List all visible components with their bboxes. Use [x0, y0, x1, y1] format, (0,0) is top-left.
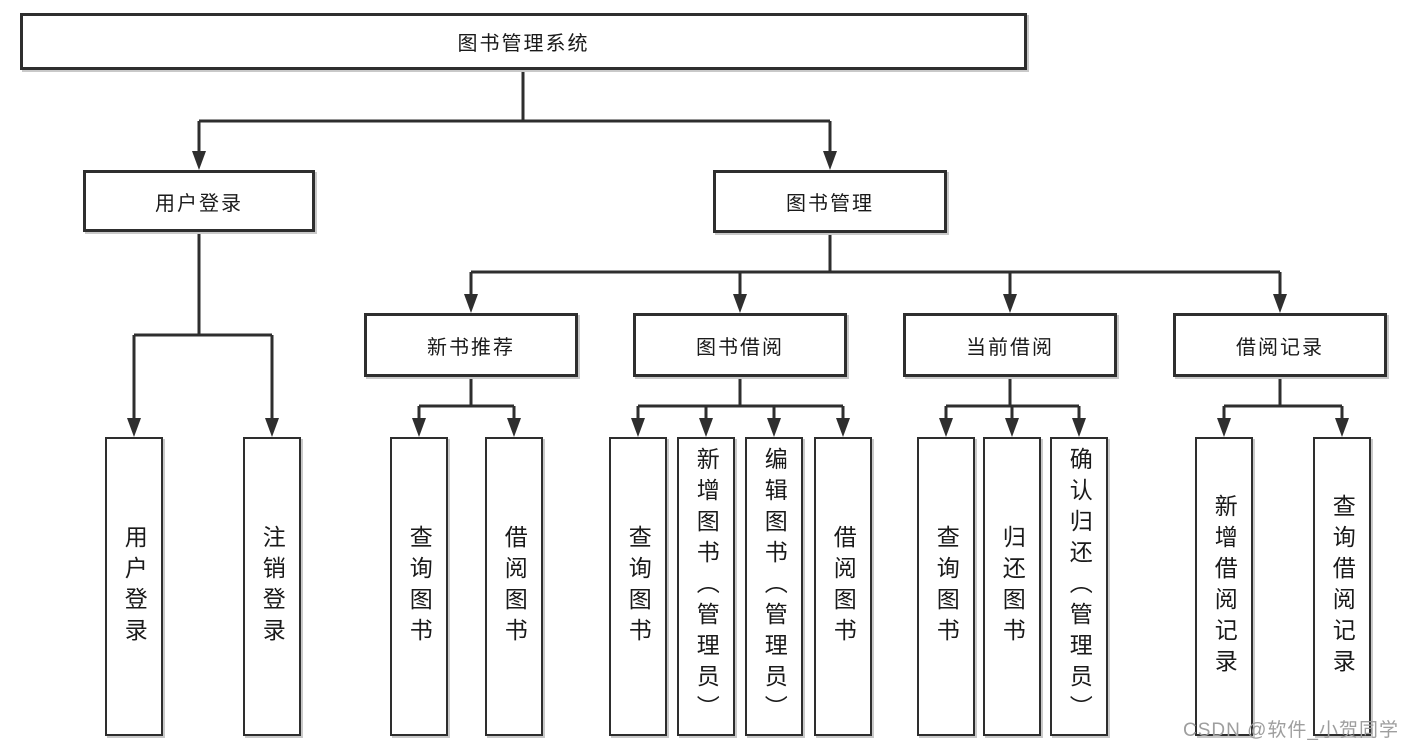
leaf-borrow-books-recommend: 借阅图书 [485, 437, 543, 736]
leaf-query-borrow-record: 查询借阅记录 [1313, 437, 1371, 736]
arrowhead [507, 418, 521, 437]
arrowhead [1072, 418, 1086, 437]
leaf-query-borrow-record-label: 查询借阅记录 [1329, 493, 1356, 680]
connector-records-to-leaves [1222, 377, 1344, 419]
arrowhead [631, 418, 645, 437]
connector-current-to-leaves [944, 377, 1081, 419]
leaf-return-books: 归还图书 [983, 437, 1041, 736]
leaf-borrow-books-label: 借阅图书 [830, 524, 857, 649]
connector-root-to-level2 [197, 70, 832, 152]
node-book-borrow-label: 图书借阅 [696, 336, 784, 359]
csdn-watermark: CSDN @软件_小贺同学 [1183, 720, 1399, 741]
node-new-book-recommend-label: 新书推荐 [427, 336, 515, 359]
leaf-query-books-recommend: 查询图书 [390, 437, 448, 736]
arrowhead [823, 151, 837, 170]
leaf-return-books-label: 归还图书 [999, 524, 1026, 649]
connector-userlogin-to-leaves [132, 232, 274, 419]
leaf-add-books-admin-label: 新增图书（管理员） [693, 447, 720, 726]
leaf-query-books-current: 查询图书 [917, 437, 975, 736]
arrowhead [836, 418, 850, 437]
leaf-edit-books-admin: 编辑图书（管理员） [745, 437, 803, 736]
leaf-query-books-current-label: 查询图书 [933, 524, 960, 649]
leaf-borrow-books-recommend-label: 借阅图书 [501, 524, 528, 649]
node-borrow-records-label: 借阅记录 [1236, 336, 1324, 359]
arrowhead [1217, 418, 1231, 437]
node-book-borrow: 图书借阅 [633, 313, 847, 377]
arrowhead [1273, 294, 1287, 313]
node-borrow-records: 借阅记录 [1173, 313, 1387, 377]
node-current-borrow: 当前借阅 [903, 313, 1117, 377]
leaf-user-login-label: 用户登录 [121, 524, 148, 649]
leaf-add-books-admin: 新增图书（管理员） [677, 437, 735, 736]
arrowhead [939, 418, 953, 437]
arrowhead [265, 418, 279, 437]
node-new-book-recommend: 新书推荐 [364, 313, 578, 377]
connector-borrow-to-leaves [636, 377, 845, 419]
leaf-add-borrow-record: 新增借阅记录 [1195, 437, 1253, 736]
leaf-query-books-recommend-label: 查询图书 [406, 524, 433, 649]
connector-newbooks-to-leaves [417, 377, 516, 419]
leaf-confirm-return-admin-label: 确认归还（管理员） [1066, 447, 1093, 726]
arrowhead [127, 418, 141, 437]
node-library-management-system-label: 图书管理系统 [457, 33, 590, 55]
leaf-add-borrow-record-label: 新增借阅记录 [1211, 493, 1238, 680]
leaf-logout-label: 注销登录 [259, 524, 286, 649]
leaf-query-books-borrow: 查询图书 [609, 437, 667, 736]
leaf-user-login: 用户登录 [105, 437, 163, 736]
arrowhead [192, 151, 206, 170]
leaf-logout: 注销登录 [243, 437, 301, 736]
arrowhead [733, 294, 747, 313]
arrowhead [767, 418, 781, 437]
arrowhead [464, 294, 478, 313]
node-user-login-label: 用户登录 [155, 192, 243, 215]
node-user-login: 用户登录 [83, 170, 315, 232]
node-book-management-label: 图书管理 [786, 193, 874, 215]
node-book-management: 图书管理 [713, 170, 947, 233]
leaf-edit-books-admin-label: 编辑图书（管理员） [761, 447, 788, 726]
arrowhead [699, 418, 713, 437]
node-current-borrow-label: 当前借阅 [966, 336, 1054, 359]
leaf-borrow-books: 借阅图书 [814, 437, 872, 736]
arrowhead [1335, 418, 1349, 437]
leaf-confirm-return-admin: 确认归还（管理员） [1050, 437, 1108, 736]
arrowhead [1003, 294, 1017, 313]
leaf-query-books-borrow-label: 查询图书 [625, 524, 652, 649]
node-library-management-system: 图书管理系统 [20, 13, 1027, 70]
connector-bookmgmt-to-level3 [469, 233, 1282, 295]
arrowhead [412, 418, 426, 437]
arrowhead [1005, 418, 1019, 437]
